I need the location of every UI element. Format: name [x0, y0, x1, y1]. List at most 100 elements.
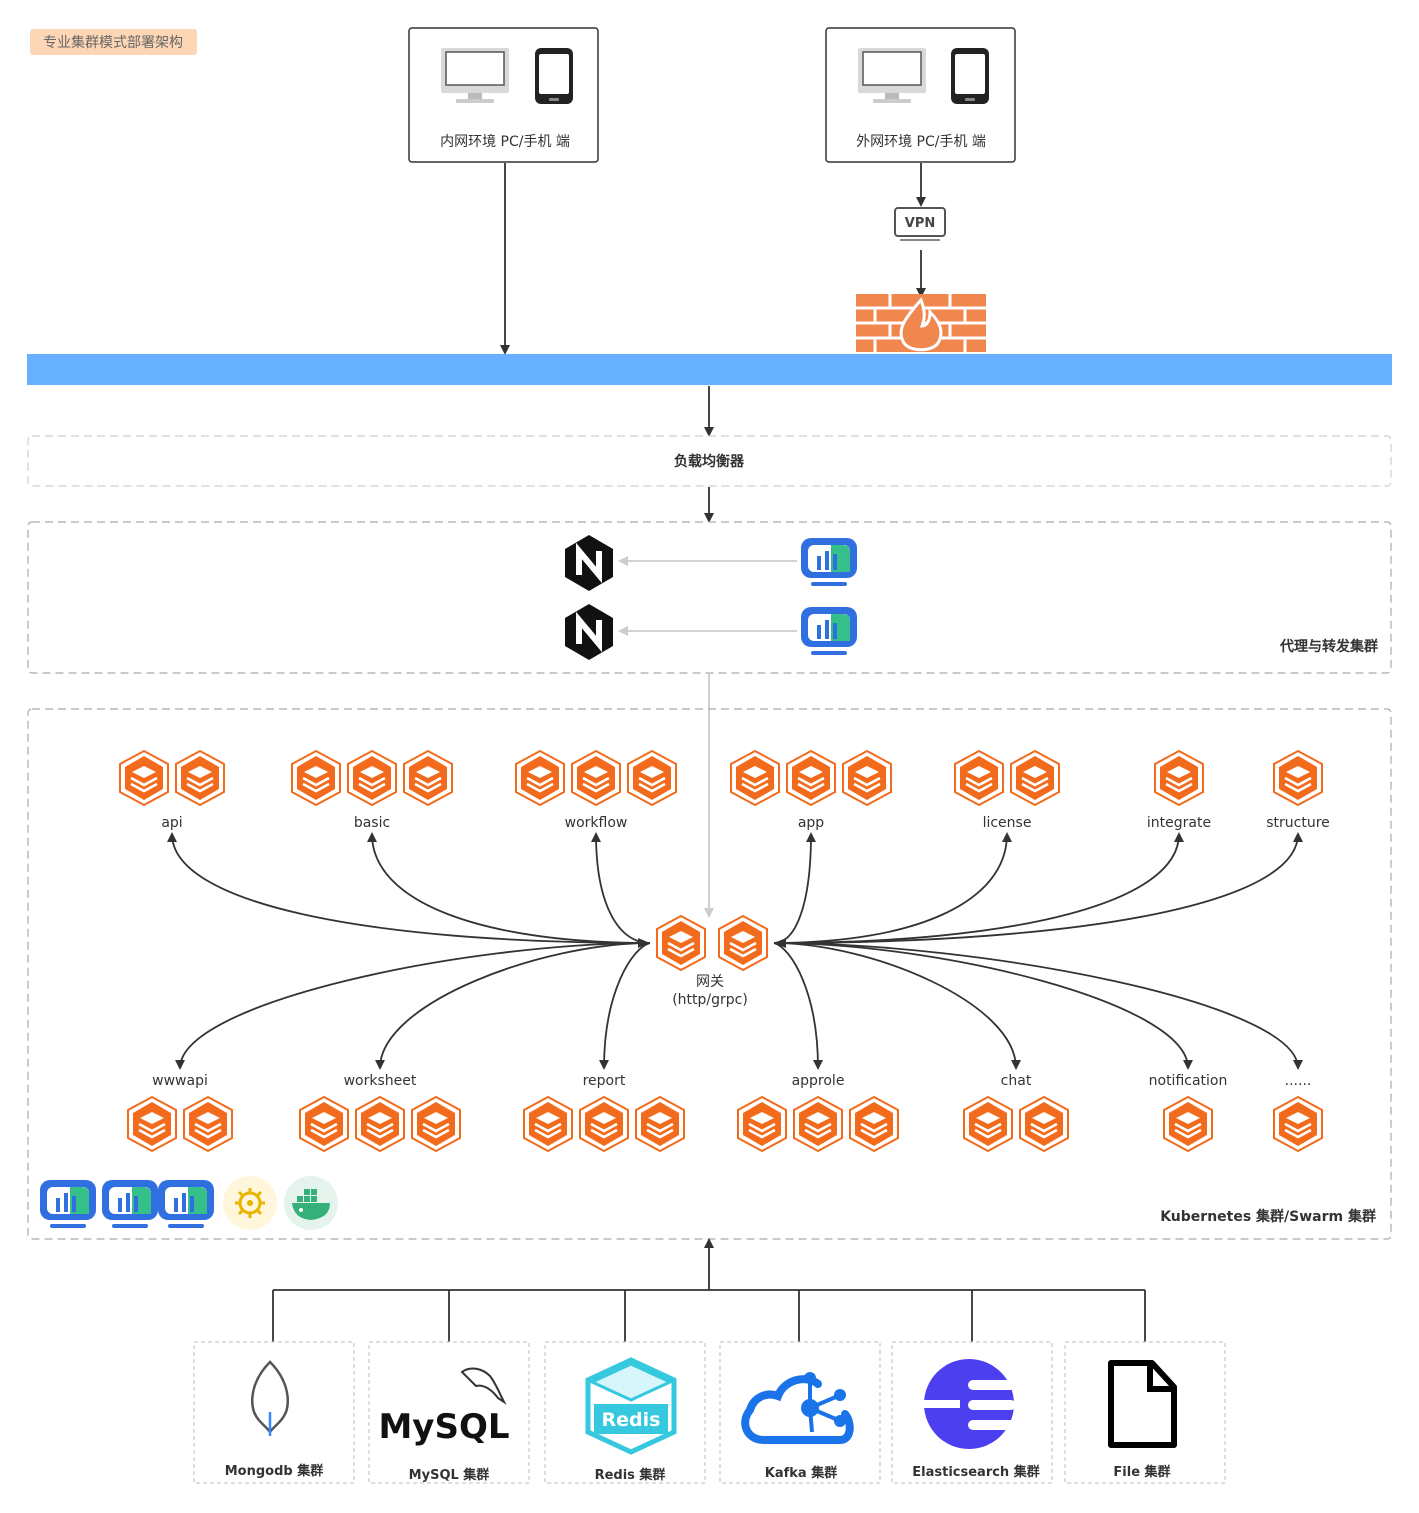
- storage-elasticsearch: Elasticsearch 集群: [891, 1341, 1053, 1484]
- service-label: api: [161, 815, 182, 831]
- service-instance-icon: [410, 1095, 462, 1153]
- service-instance-icon: [1153, 749, 1205, 807]
- bottom-service-chat: chat: [962, 1073, 1070, 1153]
- gateway-edge: [773, 832, 1012, 944]
- gateway-edge: [167, 832, 651, 944]
- proxy-cluster-box: [27, 521, 1392, 674]
- page-title: 专业集群模式部署架构: [43, 34, 183, 51]
- service-instance-icon: [290, 749, 342, 807]
- gateway-edge: [773, 942, 1021, 1070]
- internal-client-box: 内网环境 PC/手机 端: [408, 27, 599, 163]
- gateway-edge: [175, 942, 651, 1070]
- storage-label: Mongodb 集群: [225, 1463, 324, 1479]
- gateway-protocol-label: (http/grpc): [672, 992, 748, 1008]
- storage-mysql: MySQL MySQL 集群: [368, 1341, 530, 1484]
- service-label: ......: [1285, 1073, 1312, 1089]
- gateway-arrowhead: [774, 938, 786, 948]
- bottom-service-report: report: [522, 1073, 686, 1153]
- firewall-icon: [856, 294, 986, 352]
- service-label: notification: [1149, 1073, 1228, 1089]
- storage-connectors: [272, 1238, 1146, 1342]
- mysql-icon: MySQL: [378, 1367, 510, 1447]
- gateway-label: 网关: [696, 974, 724, 990]
- gateway-edge: [773, 832, 1184, 944]
- title-badge: [30, 29, 197, 55]
- service-instance-icon: [1272, 1095, 1324, 1153]
- desktop-icon: [858, 48, 926, 103]
- bottom-service-: ......: [1272, 1073, 1324, 1153]
- bottom-service-wwwapi: wwwapi: [126, 1073, 234, 1153]
- mobile-phone-icon: [951, 48, 989, 104]
- service-instance-icon: [841, 749, 893, 807]
- service-instance-icon: [626, 749, 678, 807]
- gateway-edge: [773, 942, 1193, 1070]
- service-instance-icon: [346, 749, 398, 807]
- service-label: structure: [1266, 815, 1330, 831]
- bottom-service-approle: approle: [736, 1073, 900, 1153]
- service-instance-icon: [953, 749, 1005, 807]
- service-instance-icon: [298, 1095, 350, 1153]
- kafka-icon: [741, 1372, 854, 1444]
- service-instance-icon: [118, 749, 170, 807]
- bottom-service-notification: notification: [1149, 1073, 1228, 1153]
- service-instance-icon: [1162, 1095, 1214, 1153]
- service-instance-icon: [126, 1095, 178, 1153]
- top-service-integrate: integrate: [1147, 749, 1211, 831]
- gateway-edge: [375, 942, 651, 1070]
- external-client-box: 外网环境 PC/手机 端: [825, 27, 1016, 163]
- service-instance-icon: [736, 1095, 788, 1153]
- service-instance-icon: [729, 749, 781, 807]
- storage-label: File 集群: [1113, 1464, 1170, 1480]
- gateway-edge: [773, 832, 816, 944]
- bottom-service-worksheet: worksheet: [298, 1073, 462, 1153]
- service-instance-icon: [402, 749, 454, 807]
- top-service-basic: basic: [290, 749, 454, 831]
- service-label: license: [983, 815, 1032, 831]
- storage-label: Elasticsearch 集群: [912, 1464, 1039, 1480]
- service-instance-icon: [522, 1095, 574, 1153]
- storage-file: File 集群: [1064, 1341, 1226, 1484]
- service-instance-icon: [1018, 1095, 1070, 1153]
- service-label: app: [798, 815, 824, 831]
- service-label: worksheet: [344, 1073, 417, 1089]
- service-label: basic: [354, 815, 390, 831]
- service-label: chat: [1001, 1073, 1032, 1089]
- k8s-cluster-label: Kubernetes 集群/Swarm 集群: [1160, 1208, 1376, 1225]
- service-instance-icon: [1272, 749, 1324, 807]
- service-instance-icon: [634, 1095, 686, 1153]
- mongodb-icon: [251, 1360, 289, 1436]
- svg-text:VPN: VPN: [905, 216, 935, 231]
- internal-client-label: 内网环境 PC/手机 端: [440, 134, 570, 150]
- top-service-workflow: workflow: [514, 749, 678, 831]
- service-instance-icon: [792, 1095, 844, 1153]
- gateway-edge: [591, 832, 651, 944]
- service-label: approle: [792, 1073, 845, 1089]
- gateway-arrowhead: [638, 938, 650, 948]
- service-instance-icon: [570, 749, 622, 807]
- mobile-phone-icon: [535, 48, 573, 104]
- service-instance-icon: [962, 1095, 1014, 1153]
- service-label: workflow: [565, 815, 628, 831]
- top-service-structure: structure: [1266, 749, 1330, 831]
- helm-icon: [223, 1176, 277, 1230]
- service-label: integrate: [1147, 815, 1211, 831]
- storage-label: Redis 集群: [595, 1467, 666, 1483]
- external-client-label: 外网环境 PC/手机 端: [856, 134, 986, 150]
- gateway-edge: [599, 942, 651, 1070]
- service-instance-icon: [354, 1095, 406, 1153]
- gateway-service-icon: [655, 914, 707, 972]
- redis-icon: Redis: [585, 1357, 677, 1455]
- load-balancer-label: 负载均衡器: [674, 453, 745, 470]
- top-service-api: api: [118, 749, 226, 831]
- monitor-icon: [40, 1180, 96, 1228]
- storage-label: Kafka 集群: [765, 1465, 837, 1481]
- gateway-edge: [773, 942, 823, 1070]
- proxy-cluster-label: 代理与转发集群: [1279, 638, 1378, 655]
- storage-mongodb: Mongodb 集群: [193, 1341, 355, 1484]
- svg-text:MySQL: MySQL: [378, 1407, 509, 1447]
- vpn-icon: VPN: [894, 207, 946, 241]
- monitor-icon: [102, 1180, 158, 1228]
- top-service-app: app: [729, 749, 893, 831]
- file-icon: [1108, 1360, 1177, 1448]
